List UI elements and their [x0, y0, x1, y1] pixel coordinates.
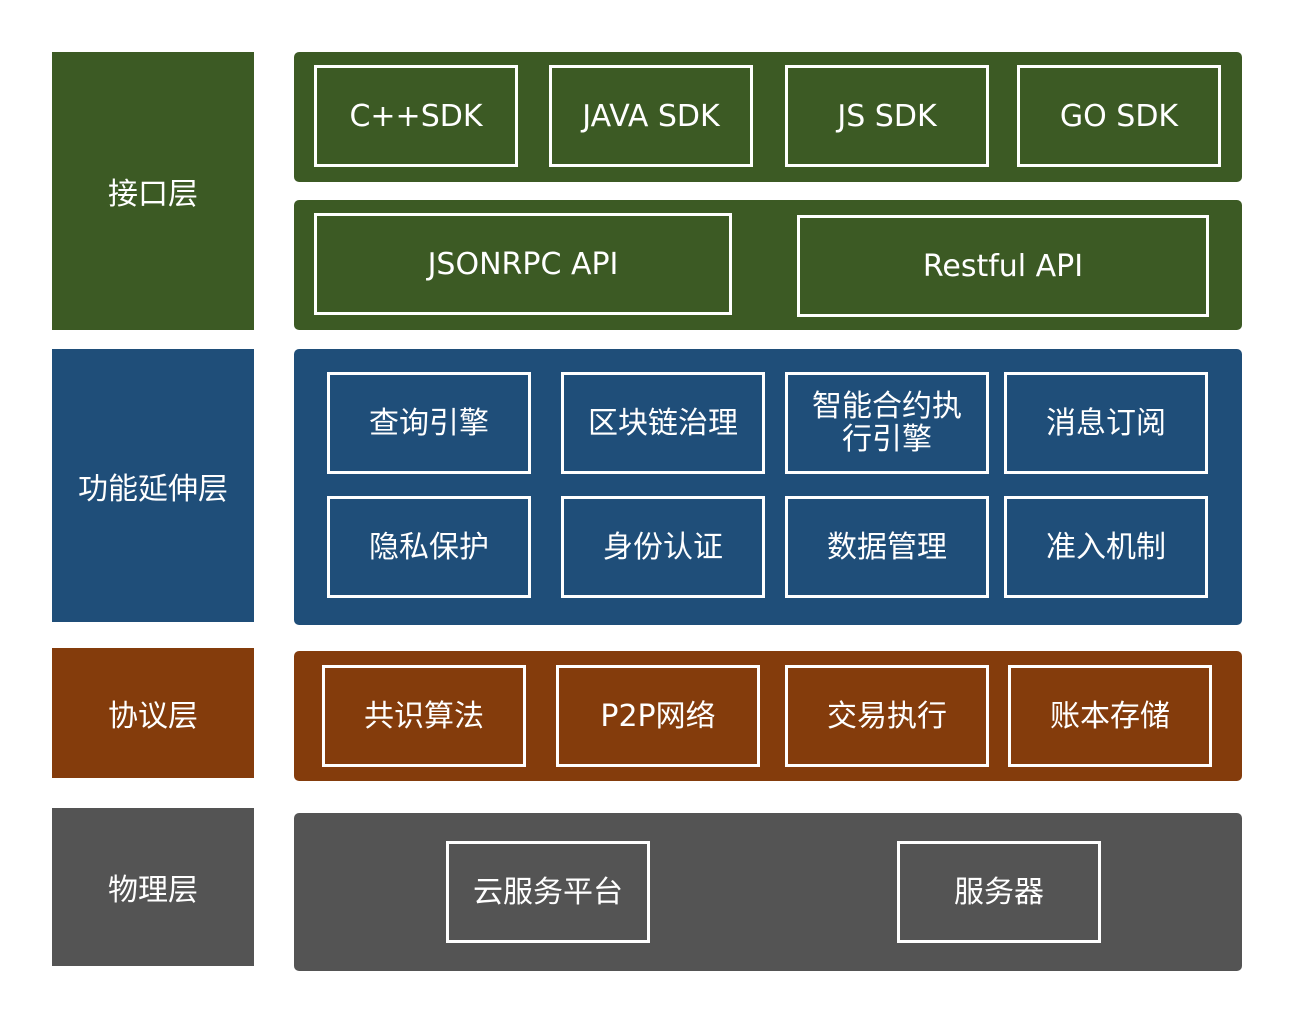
tx-execution-box: 交易执行	[785, 665, 989, 767]
js-sdk-box: JS SDK	[785, 65, 989, 167]
data-management-box: 数据管理	[785, 496, 989, 598]
protocol-panel: 共识算法 P2P网络 交易执行 账本存储	[294, 651, 1242, 781]
blockchain-governance-box: 区块链治理	[561, 372, 765, 474]
interface-layer-label: 接口层	[52, 52, 254, 330]
function-panel: 查询引擎 区块链治理 智能合约执 行引擎 消息订阅 隐私保护 身份认证 数据管理…	[294, 349, 1242, 625]
function-layer-label: 功能延伸层	[52, 349, 254, 622]
identity-auth-box: 身份认证	[561, 496, 765, 598]
api-panel: JSONRPC API Restful API	[294, 200, 1242, 330]
physical-layer-label: 物理层	[52, 808, 254, 966]
restful-api-box: Restful API	[797, 215, 1209, 317]
smart-contract-line-1: 智能合约执	[812, 389, 962, 424]
jsonrpc-api-box: JSONRPC API	[314, 213, 732, 315]
java-sdk-box: JAVA SDK	[549, 65, 753, 167]
message-subscription-box: 消息订阅	[1004, 372, 1208, 474]
cloud-platform-box: 云服务平台	[446, 841, 650, 943]
go-sdk-box: GO SDK	[1017, 65, 1221, 167]
cpp-sdk-box: C++SDK	[314, 65, 518, 167]
p2p-network-box: P2P网络	[556, 665, 760, 767]
smart-contract-line-2: 行引擎	[842, 422, 932, 457]
ledger-storage-box: 账本存储	[1008, 665, 1212, 767]
access-mechanism-box: 准入机制	[1004, 496, 1208, 598]
consensus-box: 共识算法	[322, 665, 526, 767]
protocol-layer-label: 协议层	[52, 648, 254, 778]
server-box: 服务器	[897, 841, 1101, 943]
physical-panel: 云服务平台 服务器	[294, 813, 1242, 971]
query-engine-box: 查询引擎	[327, 372, 531, 474]
sdk-panel: C++SDK JAVA SDK JS SDK GO SDK	[294, 52, 1242, 182]
smart-contract-engine-box: 智能合约执 行引擎	[785, 372, 989, 474]
privacy-protection-box: 隐私保护	[327, 496, 531, 598]
